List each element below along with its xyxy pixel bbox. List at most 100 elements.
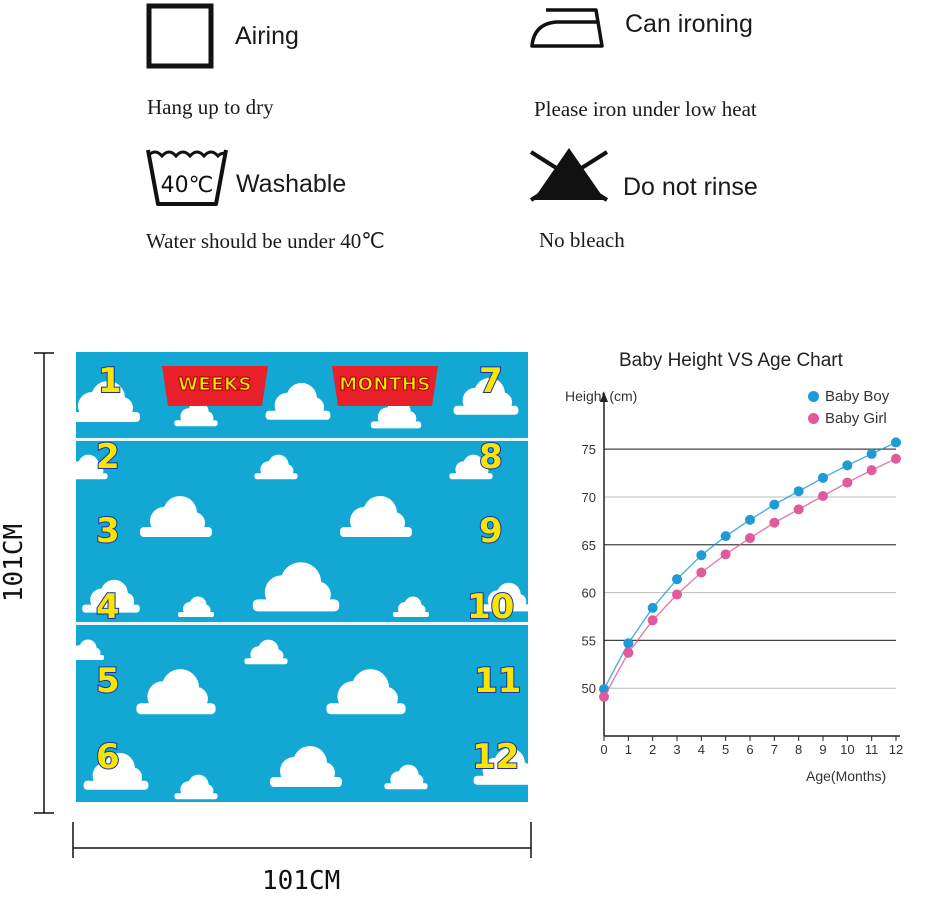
legend-item: Baby Girl — [808, 407, 889, 429]
x-tick-label: 4 — [698, 742, 705, 757]
data-point — [866, 448, 877, 459]
width-dimension-label: 101CM — [262, 866, 341, 896]
cloud-icon — [480, 582, 528, 611]
month-number: 10 — [466, 587, 515, 627]
y-tick-label: 50 — [582, 681, 596, 696]
cloud-icon — [326, 668, 406, 714]
no-bleach-icon — [529, 148, 609, 202]
data-point — [769, 517, 780, 528]
y-tick-label: 70 — [582, 490, 596, 505]
data-point — [745, 533, 755, 544]
legend-label: Baby Boy — [825, 387, 890, 405]
week-number: 3 — [95, 511, 121, 551]
data-point — [647, 602, 658, 613]
y-tick-label: 60 — [582, 586, 596, 601]
cloud-icon — [244, 639, 288, 664]
data-point — [623, 647, 634, 658]
wash-tub-icon: 40℃ — [146, 149, 228, 206]
data-point — [818, 472, 828, 483]
data-point — [745, 514, 755, 525]
square-dry-icon — [146, 3, 214, 69]
legend-marker-icon — [808, 390, 819, 402]
data-point — [793, 486, 804, 497]
bleach-note: No bleach — [539, 228, 625, 252]
milestone-blanket: WEEKS MONTHS 1 2 3 4 5 6 7 8 9 10 11 12 — [76, 352, 528, 802]
banner-ribbon-icon — [162, 366, 268, 406]
week-number: 6 — [95, 737, 121, 777]
data-point — [647, 615, 658, 626]
data-point — [818, 490, 828, 501]
series-line — [603, 458, 897, 698]
cloud-icon — [453, 378, 519, 415]
x-tick-label: 12 — [889, 742, 903, 757]
months-banner: MONTHS — [332, 366, 438, 406]
washing-note: Water should be under 40℃ — [146, 229, 385, 253]
data-point — [672, 589, 682, 600]
cloud-icon — [340, 496, 412, 537]
week-number: 4 — [95, 587, 121, 627]
chart-title: Baby Height VS Age Chart — [619, 350, 843, 371]
x-tick-label: 10 — [840, 742, 854, 757]
data-point — [696, 567, 707, 578]
x-tick-label: 6 — [746, 742, 753, 757]
data-point — [696, 550, 707, 561]
month-number: 8 — [478, 437, 504, 477]
cloud-icon — [140, 496, 212, 537]
ironing-label: Can ironing — [625, 10, 753, 38]
data-point — [842, 477, 853, 488]
cloud-icon — [393, 596, 429, 617]
data-point — [672, 574, 682, 585]
data-point — [623, 638, 634, 649]
x-tick-label: 5 — [722, 742, 729, 757]
cloud-icon — [136, 668, 216, 714]
cloud-icon — [76, 639, 104, 660]
data-point — [720, 549, 731, 560]
x-tick-label: 8 — [795, 742, 802, 757]
x-tick-label: 2 — [649, 742, 656, 757]
cloud-icon — [76, 454, 108, 479]
cloud-icon — [449, 454, 493, 479]
cloud-icon — [252, 561, 340, 611]
data-point — [720, 531, 731, 542]
cloud-icon — [254, 454, 298, 479]
wash-temperature: 40℃ — [161, 173, 214, 198]
cloud-icon — [178, 596, 214, 617]
legend-label: Baby Girl — [825, 409, 887, 427]
cloud-icon — [76, 381, 140, 422]
x-axis-label: Age(Months) — [806, 768, 887, 784]
data-point — [866, 465, 877, 476]
data-point — [891, 453, 901, 464]
week-number: 5 — [95, 661, 121, 701]
cloud-icon — [174, 774, 218, 799]
cloud-icon — [174, 401, 218, 426]
blanket-band — [76, 622, 528, 625]
y-tick-label: 75 — [582, 442, 596, 457]
x-tick-label: 7 — [771, 742, 778, 757]
x-tick-label: 3 — [673, 742, 680, 757]
week-number: 1 — [97, 361, 123, 401]
cloud-icon — [473, 748, 528, 785]
data-point — [769, 499, 780, 510]
x-tick-label: 0 — [600, 742, 607, 757]
ironing-note: Please iron under low heat — [534, 97, 757, 121]
month-number: 9 — [478, 511, 504, 551]
month-number: 11 — [473, 661, 522, 701]
iron-icon — [530, 8, 604, 48]
data-point — [891, 437, 901, 448]
data-point — [793, 504, 804, 515]
blanket-band — [76, 438, 528, 441]
cloud-icon — [265, 383, 331, 420]
legend-marker-icon — [808, 412, 819, 424]
months-banner-text: MONTHS — [339, 374, 431, 396]
y-axis-label: Height (cm) — [565, 388, 638, 404]
chart-legend: Baby Boy Baby Girl — [808, 385, 889, 429]
weeks-banner: WEEKS — [162, 366, 268, 406]
legend-item: Baby Boy — [808, 385, 889, 407]
airing-label: Airing — [235, 22, 299, 50]
cloud-icon — [82, 580, 140, 613]
cloud-icon — [270, 746, 342, 787]
y-tick-label: 65 — [582, 538, 596, 553]
month-number: 7 — [478, 361, 504, 401]
week-number: 2 — [95, 437, 121, 477]
